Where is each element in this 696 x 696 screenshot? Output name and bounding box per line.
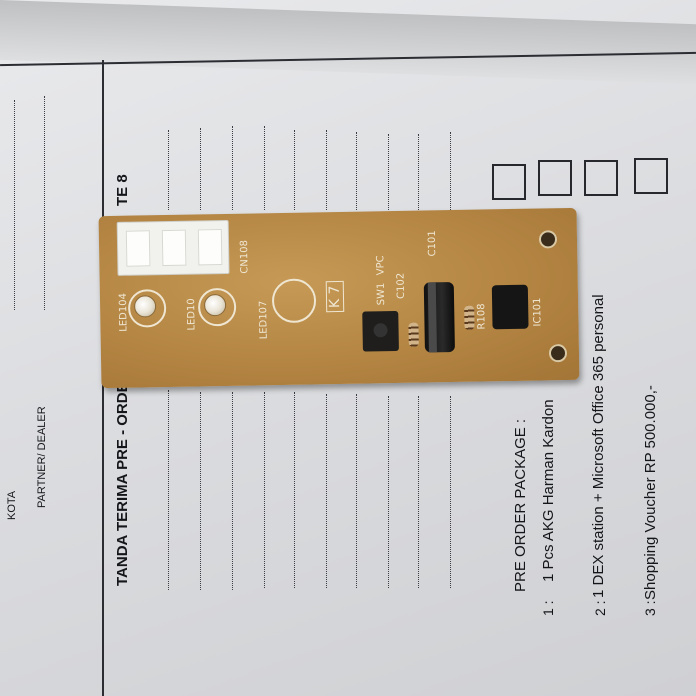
silk-r108: R108 (476, 303, 488, 330)
capacitor-stripe (427, 282, 437, 353)
dotted-line (232, 126, 233, 210)
checkbox (634, 158, 668, 194)
silk-led107: LED107 (258, 300, 270, 340)
dotted-line (264, 392, 265, 588)
silk-cn108: CN108 (238, 239, 251, 274)
package-item-3-text: Shopping Voucher RP 500.000,- (642, 385, 659, 600)
connector-pin (197, 229, 223, 266)
led-outline-empty (271, 278, 317, 324)
checkbox (492, 164, 526, 200)
mounting-hole (548, 344, 568, 363)
switch-button (373, 323, 388, 338)
label-kota: KOTA (6, 490, 18, 520)
package-heading: PRE ORDER PACKAGE : (512, 418, 529, 592)
form-title: TANDA TERIMA PRE - ORDER (114, 371, 131, 586)
silk-c101: C101 (426, 230, 439, 257)
package-item-1-num: 1 : (540, 600, 556, 616)
ir-receiver (491, 284, 529, 330)
paper-top-shadow (0, 0, 696, 85)
silk-code: K 7 (325, 281, 345, 313)
dotted-line (294, 130, 295, 210)
dotted-line (356, 132, 357, 210)
resistor (464, 305, 475, 330)
silk-c102: C102 (395, 272, 408, 300)
ceramic-capacitor (408, 322, 419, 347)
silk-led104: LED104 (117, 292, 130, 332)
electrolytic-capacitor (423, 281, 455, 353)
dotted-line (200, 392, 201, 590)
dotted-line (450, 396, 451, 588)
package-item-3-num: 3 : (642, 600, 658, 616)
tact-switch (362, 310, 399, 352)
silk-sw1: SW1 (375, 282, 388, 306)
dotted-line (168, 390, 169, 590)
dotted-line (326, 394, 327, 588)
silk-led10: LED10 (185, 298, 198, 331)
checkbox (538, 160, 572, 196)
pcb-board: CN108 LED104 LED10 LED107 K 7 VPC SW1 C1… (98, 207, 580, 389)
dotted-line-partner (44, 96, 45, 310)
dotted-line-kota (14, 100, 15, 310)
label-partner-dealer: PARTNER/ DEALER (36, 406, 48, 508)
dotted-line (388, 134, 389, 210)
dotted-line (168, 130, 169, 210)
dotted-line (450, 132, 451, 210)
dotted-line (418, 134, 419, 210)
dotted-line (232, 392, 233, 590)
dotted-line (388, 396, 389, 588)
form-title-suffix: TE 8 (114, 174, 131, 206)
dotted-line (264, 126, 265, 210)
silk-vpc: VPC (375, 255, 387, 276)
dotted-line (294, 392, 295, 588)
silk-ic101: IC101 (532, 297, 544, 327)
white-connector (116, 219, 230, 276)
connector-pin (125, 230, 151, 267)
package-item-2-num: 2 : (592, 600, 608, 616)
dotted-line (200, 128, 201, 210)
mounting-hole (538, 230, 558, 249)
dotted-line (356, 394, 357, 588)
dotted-line (326, 130, 327, 210)
package-item-1-text: 1 Pcs AKG Harman Kardon (540, 399, 557, 582)
connector-pin (161, 229, 187, 267)
dotted-line (418, 396, 419, 588)
package-item-2-text: 1 DEX station + Microsoft Office 365 per… (590, 294, 607, 598)
checkbox (584, 160, 618, 196)
